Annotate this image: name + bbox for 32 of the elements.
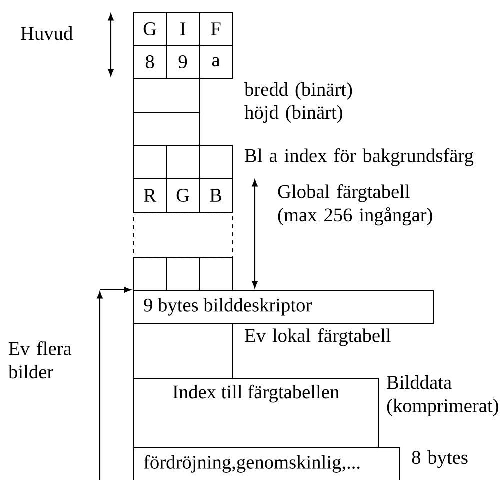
edge-label: Ev flera bilder [8, 342, 72, 379]
label: Huvud [21, 26, 73, 40]
table-cell: F [199, 12, 234, 46]
side-label: Ev lokal färgtabell [245, 328, 391, 346]
empty-cell [133, 112, 200, 146]
empty-cell [133, 145, 168, 180]
empty-cell [199, 257, 234, 292]
table-cell: G [166, 178, 200, 214]
side-label: Bl a index för bakgrundsfärg [245, 148, 474, 166]
empty-cell [166, 257, 200, 292]
table-cell: R [133, 178, 168, 214]
empty-cell [133, 78, 200, 114]
data-box: Index till färgtabellen [133, 378, 380, 448]
label: bredd (binärt) [244, 82, 352, 100]
label: Global färgtabell (max 256 ingångar) [278, 184, 432, 226]
empty-cell [133, 323, 234, 380]
extension-box: fördröjning,genomskinlig,... [133, 447, 400, 480]
table-cell: 8 [133, 45, 168, 80]
dashed-row [133, 212, 234, 258]
side-label: Bilddata (komprimerat) [387, 376, 498, 416]
empty-cell [166, 145, 200, 180]
empty-cell [133, 257, 168, 292]
table-cell: I [166, 12, 200, 46]
descriptor-box: 9 bytes bilddeskriptor [133, 290, 434, 324]
loop-arrow [97, 287, 132, 480]
table-cell: G [133, 12, 168, 46]
table-cell: 9 [166, 45, 200, 80]
empty-cell [199, 145, 234, 180]
label: höjd (binärt) [244, 106, 342, 124]
table-cell: B [199, 178, 234, 214]
side-label: 8 bytes [412, 450, 468, 468]
table-cell: a [199, 45, 234, 80]
